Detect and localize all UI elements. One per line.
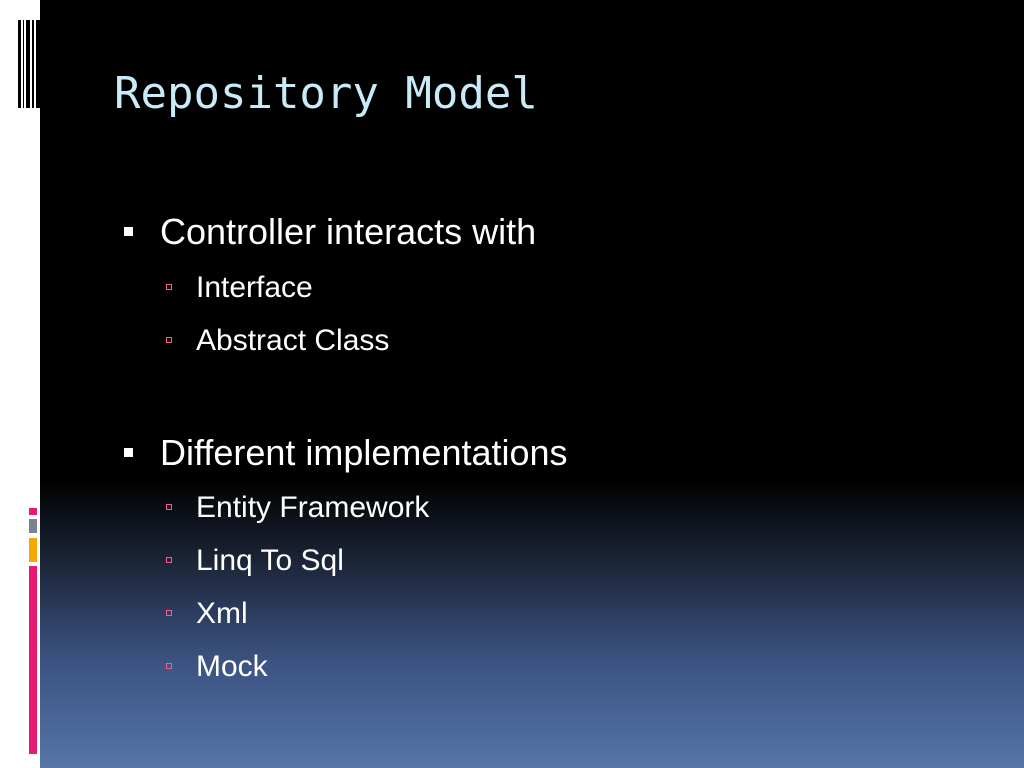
accent-bar-magenta-top <box>29 508 37 515</box>
bullet-text: Different implementations <box>160 432 568 473</box>
barcode-decoration <box>18 0 40 768</box>
left-decor-strip <box>0 0 40 768</box>
sub-bullet-text: Abstract Class <box>196 324 390 357</box>
hollow-square-bullet-icon <box>166 610 172 616</box>
hollow-square-bullet-icon <box>166 557 172 563</box>
sub-bullet-text: Interface <box>196 271 313 304</box>
sub-bullet-text: Linq To Sql <box>196 544 344 577</box>
accent-bar-gray <box>29 519 37 533</box>
hollow-square-bullet-icon <box>166 504 172 510</box>
square-bullet-icon <box>124 448 133 457</box>
slide-title: Repository Model <box>114 68 538 119</box>
accent-bar-magenta-long <box>29 566 37 754</box>
hollow-square-bullet-icon <box>166 663 172 669</box>
square-bullet-icon <box>124 227 133 236</box>
bullet-text: Controller interacts with <box>160 211 537 252</box>
sub-bullet-text: Entity Framework <box>196 491 430 524</box>
sub-bullet-text: Xml <box>196 597 248 630</box>
accent-bar-orange <box>29 538 37 562</box>
hollow-square-bullet-icon <box>166 284 172 290</box>
sub-bullet-text: Mock <box>196 650 268 683</box>
hollow-square-bullet-icon <box>166 337 172 343</box>
